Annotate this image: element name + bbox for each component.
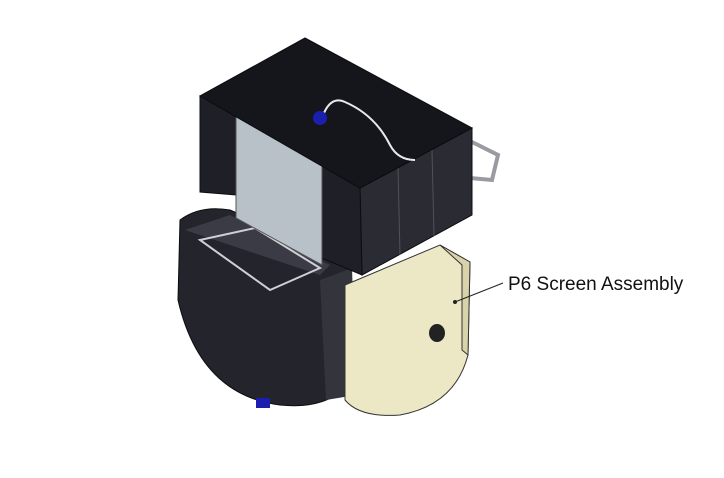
right-face-seam [431,149,435,237]
screen-plate [344,244,471,416]
right-face-seam [397,167,401,256]
cable [321,99,416,161]
callout-label: P6 Screen Assembly [508,274,684,295]
screen-plate-hole [429,324,445,342]
top-box-top-face [198,37,474,189]
side-rail [467,138,501,183]
callout-leader-dot [453,300,457,304]
callout-leader-line [454,282,504,303]
bottom-fitting [256,398,270,408]
screen-plate-edge [439,244,471,357]
bucket-rim [185,215,330,275]
cable-connector [313,111,327,125]
bucket-frame [197,226,323,292]
